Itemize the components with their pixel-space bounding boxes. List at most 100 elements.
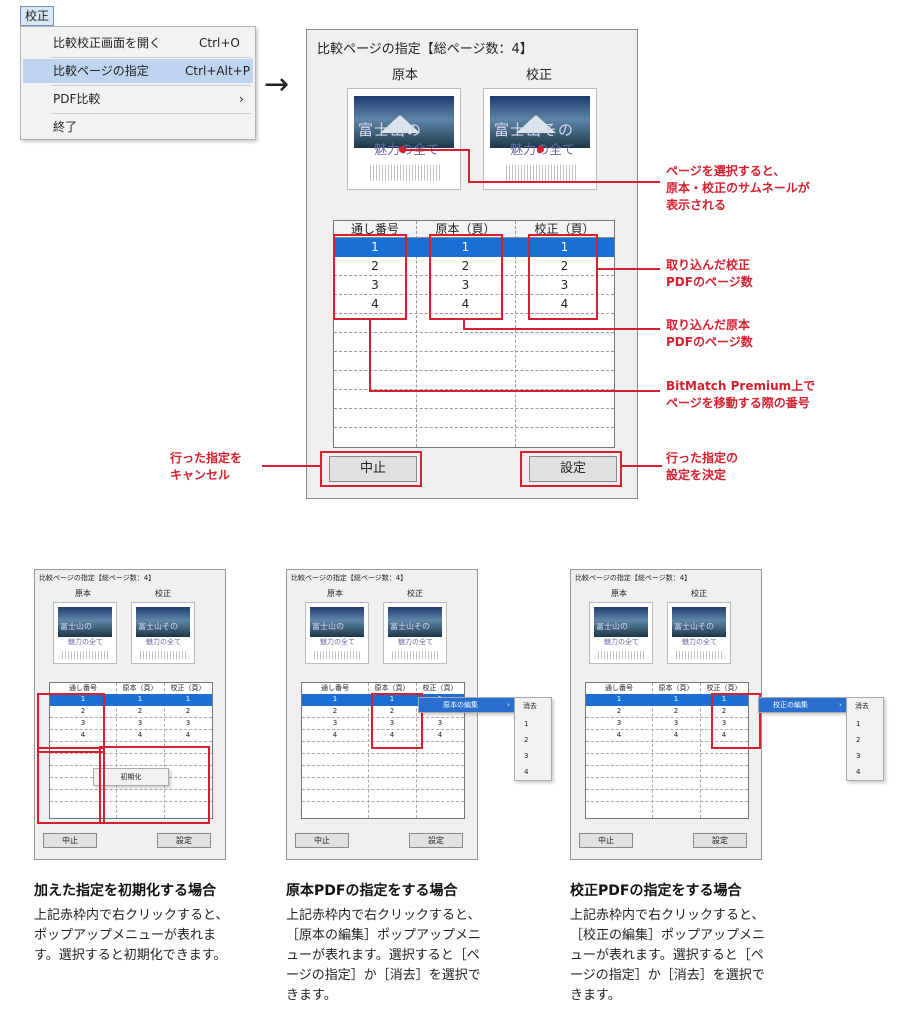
cell-original: 3 <box>461 278 470 292</box>
callout-cancel: 行った指定をキャンセル <box>170 451 243 482</box>
set-button[interactable]: 設定 <box>409 833 463 848</box>
edit-submenu: 消去 1 2 3 4 <box>846 697 884 781</box>
submenu-item[interactable]: 3 <box>524 752 529 760</box>
menu-item-label: PDF比較 <box>53 92 101 106</box>
proof-menu: 比較校正画面を開く Ctrl+O 比較ページの指定 Ctrl+Alt+P PDF… <box>20 26 256 140</box>
submenu-item[interactable]: 3 <box>856 752 861 760</box>
thumbnail-title: 富士山の <box>358 121 423 139</box>
cell-original: 2 <box>461 259 470 273</box>
reset-popup-item[interactable]: 初期化 <box>93 768 169 786</box>
cell-serial: 1 <box>371 240 379 254</box>
set-button[interactable]: 設定 <box>529 456 617 482</box>
cell-original: 1 <box>461 240 470 254</box>
menu-item-specify-pages[interactable]: 比較ページの指定 Ctrl+Alt+P <box>23 59 253 83</box>
page-spec-dialog: 比較ページの指定【総ページ数：4】 原本 校正 富士山の 魅力の全て 富士山その… <box>306 29 638 499</box>
edit-submenu: 消去 1 2 3 4 <box>514 697 552 781</box>
original-pages-highlight <box>429 234 503 320</box>
menu-item-label: 比較ページの指定 <box>53 64 149 78</box>
submenu-item[interactable]: 1 <box>856 720 861 728</box>
proof-pages-highlight <box>528 234 598 320</box>
cancel-button[interactable]: 中止 <box>579 833 633 848</box>
caption-title: 校正PDFの指定をする場合 <box>570 883 742 899</box>
edit-proof-menu[interactable]: 校正の編集 › <box>758 697 850 713</box>
caption-body: 上記赤枠内で右クリックすると、ポップアップメニューが表れます。選択すると初期化で… <box>34 908 229 963</box>
caption-title: 加えた指定を初期化する場合 <box>34 883 216 899</box>
small-dialog-reset: 比較ページの指定【総ページ数：4】 原本 校正 富士山の魅力の全て 富士山その魅… <box>34 569 226 860</box>
proof-column-header: 校正 <box>525 68 552 83</box>
menu-item-exit[interactable]: 終了 <box>21 115 255 139</box>
table-row-empty[interactable] <box>334 314 614 333</box>
table-row-empty[interactable] <box>334 333 614 352</box>
menu-tab-proof[interactable]: 校正 <box>20 6 54 26</box>
thumbnail-title: 富士山その <box>494 121 575 139</box>
table-row-empty[interactable] <box>334 352 614 371</box>
chevron-right-icon: › <box>839 701 842 709</box>
original-column-header: 原本 <box>75 589 91 598</box>
submenu-item-clear[interactable]: 消去 <box>855 702 869 710</box>
submenu-item[interactable]: 1 <box>524 720 529 728</box>
page-table[interactable]: 通し番号 原本（頁） 校正（頁） 1 1 1 2 2 2 3 3 3 4 4 4 <box>333 220 615 448</box>
set-button[interactable]: 設定 <box>693 833 747 848</box>
cell-original: 4 <box>461 297 470 311</box>
header-original-page[interactable]: 原本（頁） <box>435 222 496 236</box>
set-highlight <box>520 451 622 487</box>
callout-thumbnail: ページを選択すると、原本・校正のサムネールが表示される <box>666 164 810 212</box>
submenu-item[interactable]: 2 <box>856 736 861 744</box>
table-row-empty[interactable] <box>334 371 614 390</box>
dialog-title: 比較ページの指定【総ページ数：4】 <box>291 574 408 582</box>
original-thumbnail: 富士山の 魅力の全て <box>347 88 461 190</box>
table-row[interactable]: 2 2 2 <box>334 257 614 276</box>
table-row[interactable]: 3 3 3 <box>334 276 614 295</box>
table-row-empty[interactable] <box>334 390 614 409</box>
cancel-button[interactable]: 中止 <box>43 833 97 848</box>
menu-item-shortcut: Ctrl+O <box>199 36 240 50</box>
menu-item-pdf-compare[interactable]: PDF比較 › <box>21 87 255 111</box>
cell-proof: 2 <box>560 259 569 273</box>
menu-item-label: 比較校正画面を開く <box>53 36 162 50</box>
submenu-item[interactable]: 2 <box>524 736 529 744</box>
dialog-title: 比較ページの指定【総ページ数：4】 <box>317 42 533 57</box>
dialog-title: 比較ページの指定【総ページ数：4】 <box>39 574 156 582</box>
menu-item-open-compare[interactable]: 比較校正画面を開く Ctrl+O <box>21 31 255 55</box>
edit-original-menu[interactable]: 原本の編集 › <box>418 697 518 713</box>
original-edit-highlight <box>371 693 423 749</box>
original-thumbnail: 富士山の魅力の全て <box>305 602 369 664</box>
arrow-right-icon: → <box>264 67 290 102</box>
set-button[interactable]: 設定 <box>157 833 211 848</box>
table-row[interactable]: 4 4 4 <box>334 295 614 314</box>
submenu-item[interactable]: 4 <box>524 768 529 776</box>
header-proof-page[interactable]: 校正（頁） <box>534 222 595 236</box>
menu-item-label: 終了 <box>53 120 78 134</box>
original-column-header: 原本 <box>391 68 418 83</box>
caption-body: 上記赤枠内で右クリックすると、［校正の編集］ポップアップメニューが表れます。選択… <box>570 908 766 1003</box>
caption-body: 上記赤枠内で右クリックすると、［原本の編集］ポップアップメニューが表れます。選択… <box>286 908 482 1003</box>
proof-thumbnail: 富士山その魅力の全て <box>667 602 731 664</box>
chevron-right-icon: › <box>507 701 510 709</box>
menu-separator <box>51 57 251 58</box>
submenu-item-clear[interactable]: 消去 <box>523 702 537 710</box>
submenu-item[interactable]: 4 <box>856 768 861 776</box>
cell-serial: 3 <box>371 278 379 292</box>
caption-title: 原本PDFの指定をする場合 <box>286 883 458 899</box>
cancel-button[interactable]: 中止 <box>329 456 417 482</box>
table-header: 通し番号 原本（頁） 校正（頁） <box>334 221 614 238</box>
header-serial[interactable]: 通し番号 <box>350 222 399 236</box>
table-row-empty[interactable] <box>334 409 614 428</box>
proof-thumbnail: 富士山その 魅力の全て <box>483 88 597 190</box>
callout-serial: BitMatch Premium上でページを移動する際の番号 <box>666 379 816 410</box>
cell-serial: 2 <box>371 259 379 273</box>
menu-separator <box>51 85 251 86</box>
cancel-button[interactable]: 中止 <box>295 833 349 848</box>
cancel-highlight <box>320 451 422 487</box>
proof-column-header: 校正 <box>155 589 171 598</box>
small-dialog-original: 比較ページの指定【総ページ数：4】 原本 校正 富士山の魅力の全て 富士山その魅… <box>286 569 478 860</box>
table-row[interactable]: 1 1 1 <box>334 238 614 257</box>
cell-proof: 4 <box>560 297 569 311</box>
original-thumbnail: 富士山の魅力の全て <box>53 602 117 664</box>
proof-thumbnail: 富士山その魅力の全て <box>131 602 195 664</box>
small-dialog-proof: 比較ページの指定【総ページ数：4】 原本 校正 富士山の魅力の全て 富士山その魅… <box>570 569 762 860</box>
